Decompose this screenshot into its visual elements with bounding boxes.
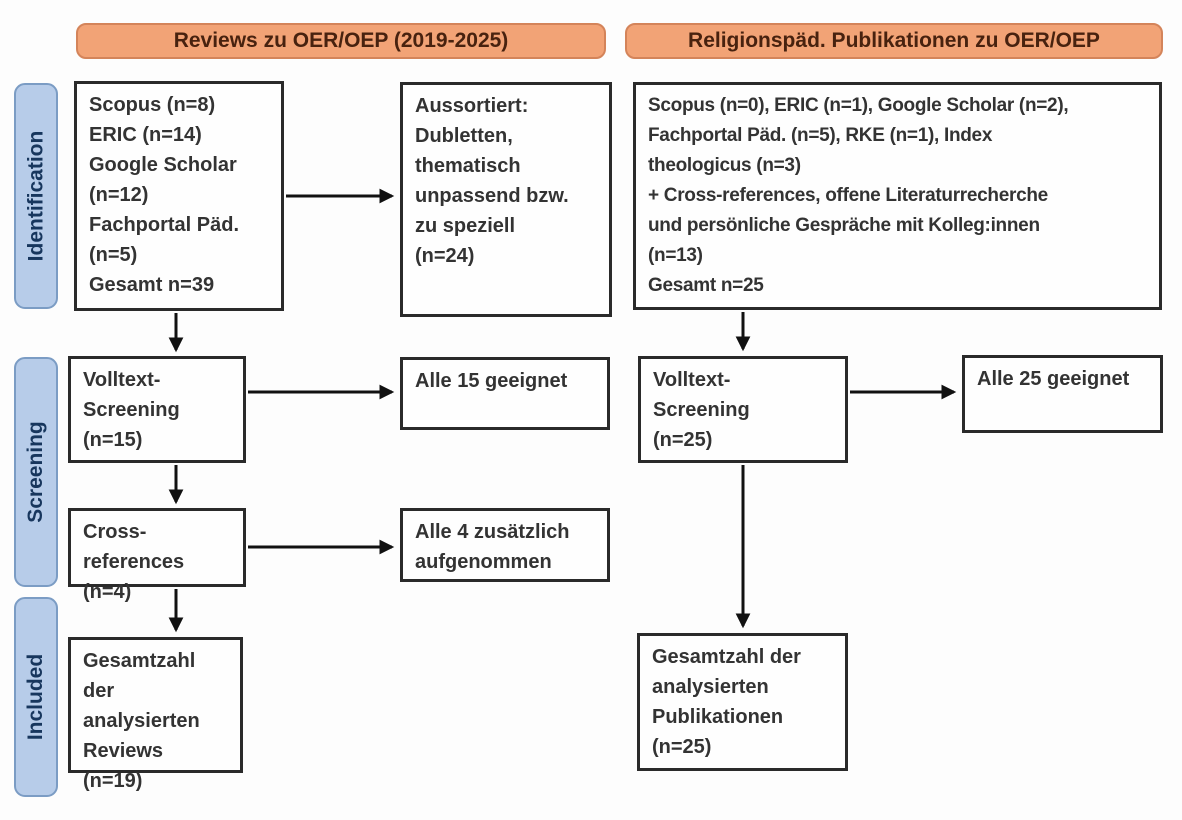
box-all-15-suitable: Alle 15 geeignet [400,357,610,430]
box-total-publications: Gesamtzahl der analysierten Publikatione… [637,633,848,771]
stage-label-screening: Screening [14,357,58,587]
stage-label-text: Included [24,653,47,741]
column-header-religionspaed: Religionspäd. Publikationen zu OER/OEP [625,23,1163,59]
box-sources-reviews: Scopus (n=8) ERIC (n=14) Google Scholar … [74,81,284,311]
box-all-4-added: Alle 4 zusätzlich aufgenommen [400,508,610,582]
stage-label-identification: Identification [14,83,58,309]
stage-label-included: Included [14,597,58,797]
box-cross-references: Cross-references (n=4) [68,508,246,603]
box-sources-religionspaed: Scopus (n=0), ERIC (n=1), Google Scholar… [633,82,1162,310]
box-excluded: Aussortiert: Dubletten, thematisch unpas… [400,82,612,317]
box-fulltext-screening-religionspaed: Volltext- Screening (n=25) [638,356,848,463]
box-all-25-suitable: Alle 25 geeignet [962,355,1163,433]
column-header-reviews: Reviews zu OER/OEP (2019-2025) [76,23,606,59]
box-total-reviews: Gesamtzahl der analysierten Reviews (n=1… [68,637,243,792]
stage-label-text: Identification [24,130,48,262]
stage-label-text: Screening [24,421,48,523]
box-fulltext-screening-reviews: Volltext- Screening (n=15) [68,356,246,463]
